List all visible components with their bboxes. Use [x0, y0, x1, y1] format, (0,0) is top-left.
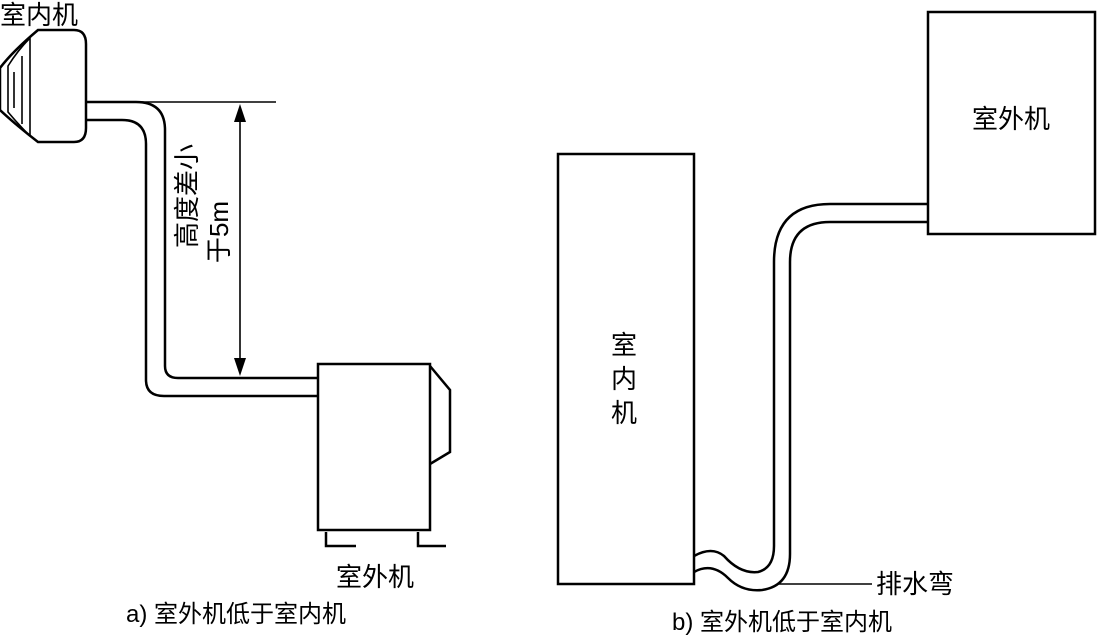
- panel-a-indoor-label: 室内机: [0, 0, 78, 30]
- panel-a-height-dimension: [234, 104, 246, 376]
- panel-b-indoor-char-3: 机: [611, 398, 637, 428]
- panel-b-indoor-char-1: 室: [611, 330, 637, 360]
- panel-a-outdoor-label: 室外机: [336, 562, 414, 592]
- panel-b-caption: b) 室外机低于室内机: [672, 609, 892, 636]
- panel-b-outdoor-label: 室外机: [972, 104, 1050, 134]
- panel-b: 室 内 机 室外机 排水弯 b) 室外机低于室内机: [556, 10, 1097, 636]
- panel-b-trap-label: 排水弯: [876, 569, 954, 599]
- panel-a-refrigerant-pipe: [86, 100, 318, 398]
- panel-b-refrigerant-pipe: [693, 202, 928, 592]
- panel-a-indoor-unit: [0, 28, 88, 144]
- panel-b-outdoor-unit: [926, 10, 1097, 236]
- panel-b-indoor-char-2: 内: [611, 364, 637, 394]
- panel-a-caption: a) 室外机低于室内机: [126, 601, 346, 628]
- panel-a: 室内机 高度差小 于5m 室外机 a) 室外机低于室内机: [0, 0, 452, 628]
- panel-b-indoor-unit: [556, 152, 696, 586]
- panel-a-height-label-line2: 于5m: [204, 201, 234, 263]
- panel-a-height-label-line1: 高度差小: [172, 144, 202, 248]
- panel-a-outdoor-unit: [316, 362, 452, 548]
